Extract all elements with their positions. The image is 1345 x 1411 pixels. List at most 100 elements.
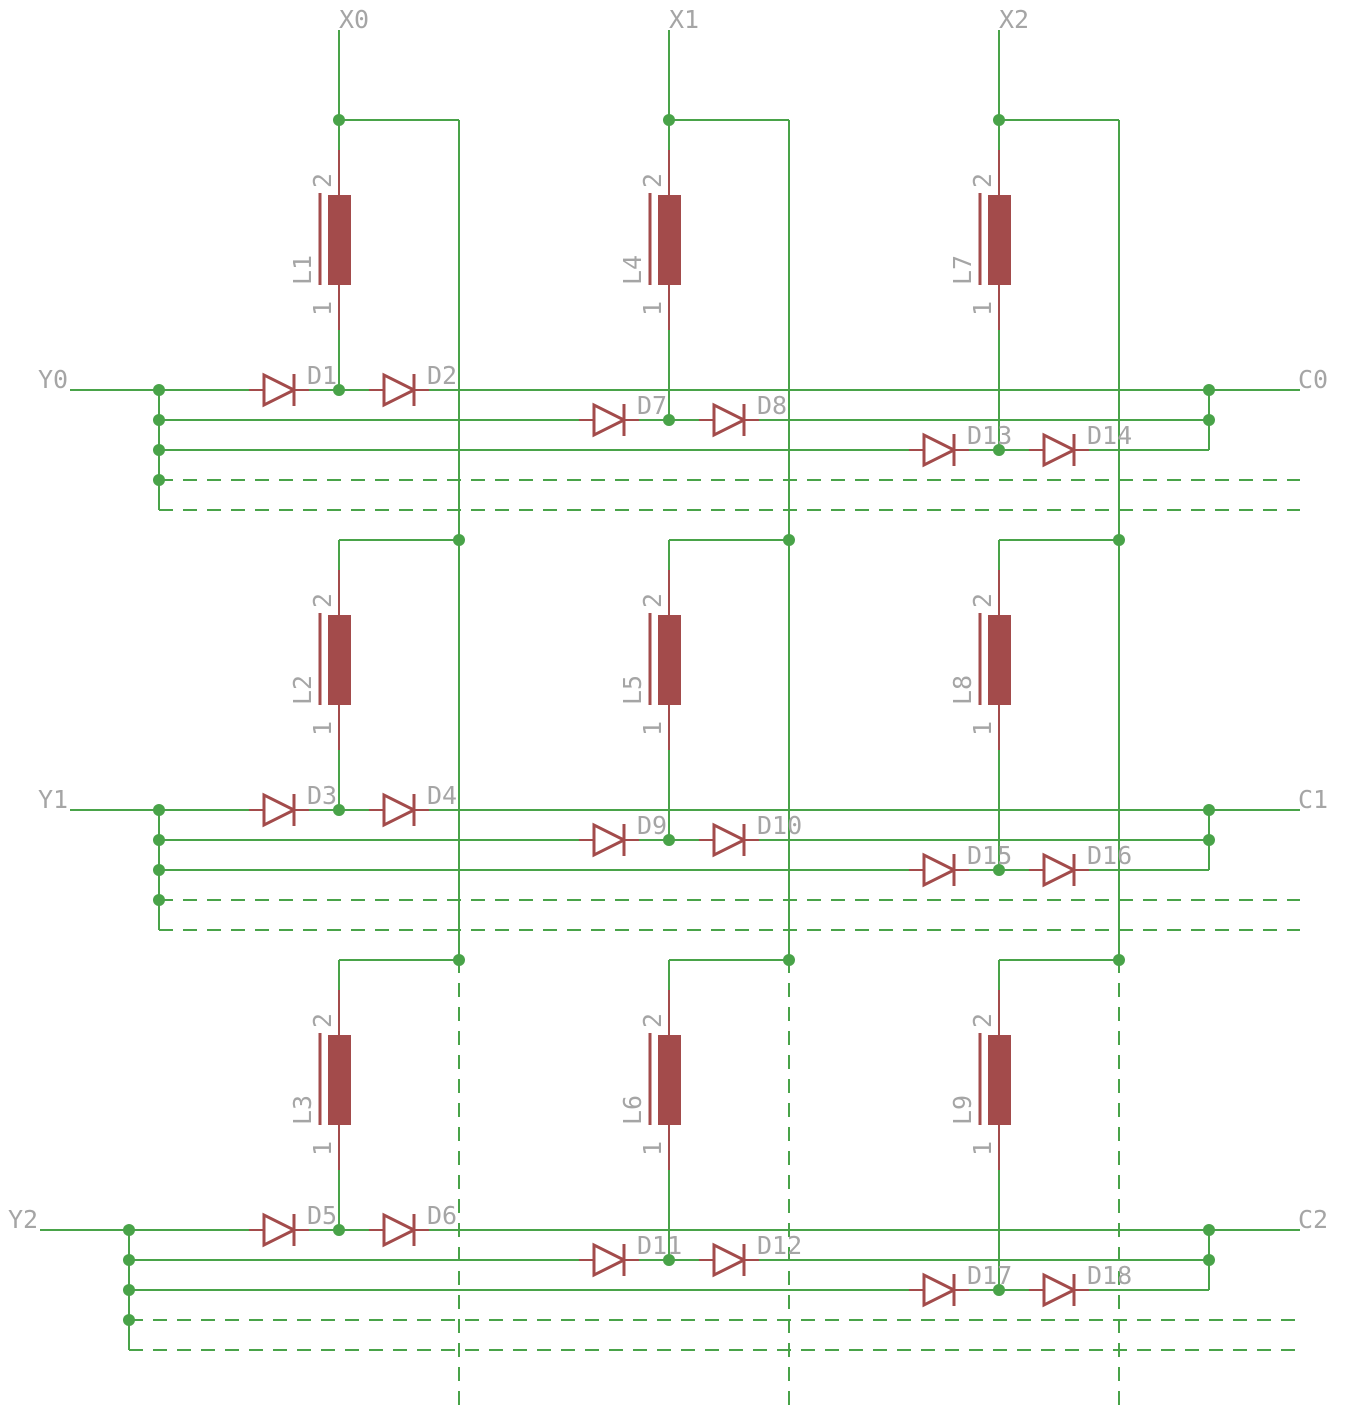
diode-triangle: [262, 372, 298, 408]
diode-triangle: [922, 432, 958, 468]
diode-label: D5: [307, 1201, 337, 1230]
junction-dot: [663, 834, 675, 846]
junction-dot: [453, 534, 465, 546]
coil-symbol: [648, 150, 681, 330]
coil-body: [658, 1035, 681, 1125]
net-label-y: Y2: [8, 1205, 38, 1234]
diode-triangle: [262, 792, 298, 828]
diode-symbol: [249, 372, 309, 408]
diode-label: D1: [307, 361, 337, 390]
diode-triangle: [592, 402, 628, 438]
diode-symbol: [579, 822, 639, 858]
diode-symbol: [1029, 852, 1089, 888]
diode-symbol: [699, 1242, 759, 1278]
diode-label: D2: [427, 361, 457, 390]
diode-label: D9: [637, 811, 667, 840]
diode-label: D6: [427, 1201, 457, 1230]
diode-symbol: [579, 402, 639, 438]
coil-label: L3: [288, 1095, 317, 1125]
diode-triangle: [712, 1242, 748, 1278]
net-label-y: Y0: [38, 365, 68, 394]
coil-symbol: [648, 990, 681, 1170]
pin-label: 2: [968, 593, 997, 608]
diode-triangle: [262, 1212, 298, 1248]
diode-triangle: [1042, 852, 1078, 888]
coil-label: L1: [288, 255, 317, 285]
coil-label: L6: [618, 1095, 647, 1125]
coil-body: [658, 615, 681, 705]
coil-symbol: [978, 990, 1011, 1170]
pin-label: 2: [638, 593, 667, 608]
pin-label: 1: [308, 1141, 337, 1156]
coil-label: L5: [618, 675, 647, 705]
coil-body: [988, 195, 1011, 285]
diode-symbol: [1029, 432, 1089, 468]
coil-body: [658, 195, 681, 285]
junction-dot: [993, 864, 1005, 876]
pin-label: 1: [308, 301, 337, 316]
coil-label: L4: [618, 255, 647, 285]
pin-label: 2: [968, 173, 997, 188]
junction-dot: [1113, 954, 1125, 966]
junction-dot: [153, 384, 165, 396]
coil-label: L9: [948, 1095, 977, 1125]
diode-label: D7: [637, 391, 667, 420]
diode-triangle: [382, 372, 418, 408]
coil-symbol: [978, 150, 1011, 330]
diode-symbol: [369, 792, 429, 828]
coil-symbol: [318, 990, 351, 1170]
junction-dot: [1113, 534, 1125, 546]
diode-symbol: [249, 1212, 309, 1248]
coil-label: L2: [288, 675, 317, 705]
diode-symbol: [249, 792, 309, 828]
coil-label: L8: [948, 675, 977, 705]
diode-symbol: [909, 852, 969, 888]
junction-dot: [333, 384, 345, 396]
pin-label: 1: [968, 721, 997, 736]
junction-dot: [453, 954, 465, 966]
diode-label: D3: [307, 781, 337, 810]
coil-symbol: [978, 570, 1011, 750]
coil-symbol: [318, 150, 351, 330]
diode-label: D15: [967, 841, 1012, 870]
diode-triangle: [1042, 432, 1078, 468]
diode-triangle: [922, 852, 958, 888]
net-label-x: X0: [339, 5, 369, 34]
diode-label: D18: [1087, 1261, 1132, 1290]
junction-dot: [663, 1254, 675, 1266]
coil-symbol: [648, 570, 681, 750]
diode-label: D4: [427, 781, 457, 810]
coil-body: [328, 615, 351, 705]
pin-label: 1: [968, 1141, 997, 1156]
diode-label: D14: [1087, 421, 1132, 450]
net-label-y: Y1: [38, 785, 68, 814]
net-label-c: C0: [1298, 365, 1328, 394]
pin-label: 2: [308, 593, 337, 608]
diode-symbol: [699, 822, 759, 858]
coil-body: [328, 1035, 351, 1125]
diode-triangle: [592, 822, 628, 858]
diode-triangle: [592, 1242, 628, 1278]
diode-triangle: [712, 402, 748, 438]
junction-dot: [153, 804, 165, 816]
junction-dot: [333, 804, 345, 816]
net-label-c: C2: [1298, 1205, 1328, 1234]
junction-dot: [783, 954, 795, 966]
junction-dot: [333, 1224, 345, 1236]
diode-symbol: [699, 402, 759, 438]
junction-dot: [993, 444, 1005, 456]
diode-label: D8: [757, 391, 787, 420]
diode-triangle: [922, 1272, 958, 1308]
pin-label: 1: [308, 721, 337, 736]
pin-label: 1: [638, 1141, 667, 1156]
junction-dot: [1203, 804, 1215, 816]
pin-label: 2: [308, 173, 337, 188]
net-label-c: C1: [1298, 785, 1328, 814]
diode-label: D17: [967, 1261, 1012, 1290]
diode-symbol: [369, 1212, 429, 1248]
net-label-x: X2: [999, 5, 1029, 34]
junction-dot: [1203, 1224, 1215, 1236]
diode-label: D11: [637, 1231, 682, 1260]
junction-dot: [1203, 384, 1215, 396]
